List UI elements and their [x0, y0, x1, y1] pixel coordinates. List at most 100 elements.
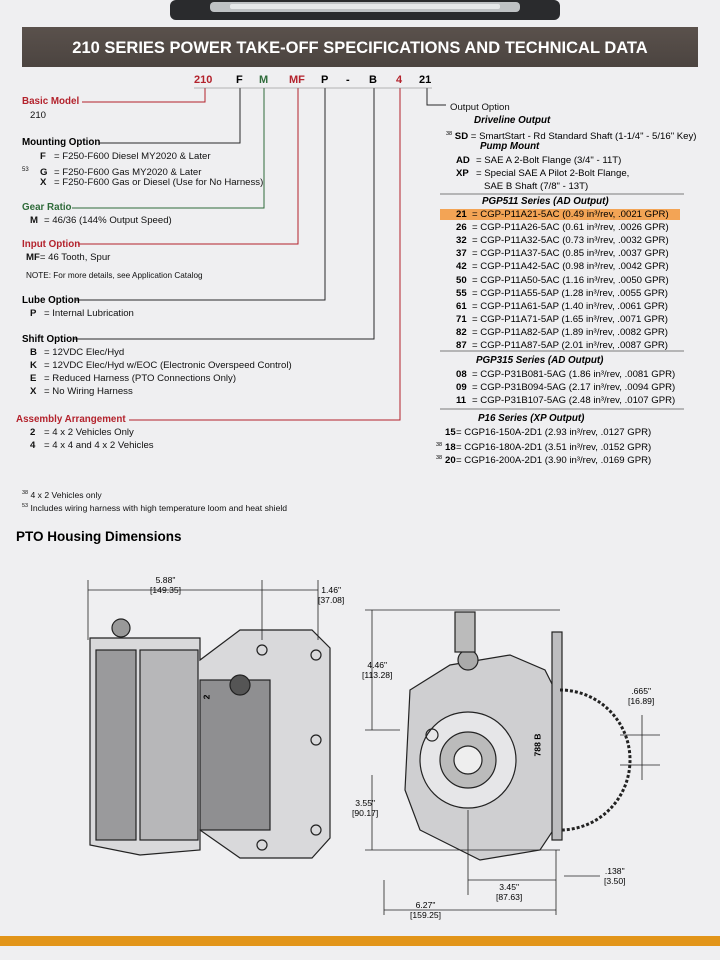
option-text: = CGP-P11A82-5AP (1.89 in³/rev, .0082 GP…: [472, 326, 668, 338]
assembly-item: 2= 4 x 2 Vehicles Only: [30, 427, 134, 438]
shift-option-item: B= 12VDC Elec/Hyd: [30, 347, 125, 358]
option-text: = CGP16-150A-2D1 (2.93 in³/rev, .0127 GP…: [456, 427, 652, 438]
code-lube: P: [321, 74, 329, 86]
option-code: 20: [445, 455, 456, 467]
dim-base: 6.27"[159.25]: [410, 900, 442, 920]
option-text: = CGP-P11A50-5AC (1.16 in³/rev, .0050 GP…: [472, 274, 669, 286]
dimensions-title: PTO Housing Dimensions: [16, 529, 182, 544]
pump-option-row: 11= CGP-P31B107-5AG (2.48 in³/rev, .0107…: [436, 394, 675, 407]
option-text: = CGP-P11A26-5AC (0.61 in³/rev, .0026 GP…: [472, 222, 669, 234]
mounting-option-item: X= F250-F600 Gas or Diesel (Use for No H…: [40, 177, 264, 188]
shift-option-item: K= 12VDC Elec/Hyd w/EOC (Electronic Over…: [30, 360, 292, 371]
option-code: 11: [456, 395, 467, 407]
option-code: 32: [456, 235, 467, 247]
dim-mid: 3.45"[87.63]: [496, 882, 523, 902]
gear-ratio-item: M= 46/36 (144% Output Speed): [30, 215, 172, 226]
cast-mark-left: 2: [201, 694, 212, 700]
pump-option-row: 50 = CGP-P11A50-5AC (1.16 in³/rev, .0050 …: [436, 274, 669, 287]
option-code: 37: [456, 248, 467, 260]
option-code: 18: [445, 442, 456, 454]
pump-mount-item: SAE B Shaft (7/8" - 13T): [484, 181, 589, 192]
mounting-option-title: Mounting Option: [22, 137, 101, 148]
page-title: 210 SERIES POWER TAKE-OFF SPECIFICATIONS…: [22, 27, 698, 67]
pump-option-row: 61 = CGP-P11A61-5AP (1.40 in³/rev, .0061 …: [436, 300, 668, 313]
option-code: 50: [456, 274, 467, 286]
shift-option-title: Shift Option: [22, 334, 79, 345]
code-input: MF: [289, 74, 305, 86]
basic-model-value: 210: [30, 110, 47, 121]
gear-ratio-title: Gear Ratio: [22, 202, 72, 213]
option-text: = CGP-P11A21-5AC (0.49 in³/rev, .0021 GP…: [472, 209, 669, 220]
option-text: = CGP-P11A32-5AC (0.73 in³/rev, .0032 GP…: [472, 235, 669, 247]
driveline-output-title: Driveline Output: [474, 115, 551, 126]
option-code: 09: [456, 382, 467, 394]
code-mounting: F: [236, 74, 243, 86]
pump-option-row: 82= CGP-P11A82-5AP (1.89 in³/rev, .0082 …: [436, 326, 668, 339]
pgp315-title: PGP315 Series (AD Output): [476, 355, 604, 366]
pump-option-row: 87 = CGP-P11A87-5AP (2.01 in³/rev, .0087 …: [436, 339, 668, 352]
assembly-arrangement-title: Assembly Arrangement: [16, 414, 126, 425]
code-basic-model: 210: [194, 74, 213, 86]
option-text: = CGP-P11A87-5AP (2.01 in³/rev, .0087 GP…: [472, 340, 668, 351]
option-code: 26: [456, 222, 467, 234]
input-option-title: Input Option: [22, 239, 81, 250]
code-output: 21: [419, 74, 432, 86]
shift-option-item: E= Reduced Harness (PTO Connections Only…: [30, 373, 237, 384]
pump-option-row: 37 = CGP-P11A37-5AC (0.85 in³/rev, .0037 …: [436, 247, 669, 260]
footnote-marker: 38: [436, 455, 443, 462]
option-text: = CGP-P11A55-5AP (1.28 in³/rev, .0055 GP…: [472, 287, 668, 299]
output-option-title: Output Option: [450, 102, 510, 113]
option-code: 71: [456, 313, 467, 325]
driveline-item: 38 SD = SmartStart - Rd Standard Shaft (…: [446, 131, 697, 143]
footnote: 38 4 x 2 Vehicles only: [22, 489, 102, 500]
input-option-item: MF= 46 Tooth, Spur: [26, 252, 111, 263]
basic-model-title: Basic Model: [22, 96, 80, 107]
shift-option-item: X= No Wiring Harness: [30, 386, 133, 397]
footnote-marker: 38: [436, 442, 443, 449]
pump-mount-item: XP= Special SAE A Pilot 2-Bolt Flange,: [456, 168, 630, 179]
option-text: = CGP-P11A42-5AC (0.98 in³/rev, .0042 GP…: [472, 261, 669, 273]
option-text: = CGP-P31B081-5AG (1.86 in³/rev, .0081 G…: [472, 369, 676, 380]
option-code: 55: [456, 287, 467, 299]
option-text: = CGP-P31B094-5AG (2.17 in³/rev, .0094 G…: [472, 382, 676, 394]
code-gear-ratio: M: [259, 74, 269, 86]
option-code: 87: [456, 340, 467, 351]
input-option-note: NOTE: For more details, see Application …: [26, 271, 203, 280]
option-text: = CGP16-180A-2D1 (3.51 in³/rev, .0152 GP…: [456, 442, 652, 454]
pump-option-row: 15= CGP16-150A-2D1 (2.93 in³/rev, .0127 …: [436, 426, 651, 439]
assembly-item: 4= 4 x 4 and 4 x 2 Vehicles: [30, 440, 154, 451]
code-assembly: 4: [396, 74, 403, 86]
dim-lower: 3.55"[90.17]: [352, 798, 379, 818]
pump-option-row: 42 = CGP-P11A42-5AC (0.98 in³/rev, .0042 …: [436, 260, 669, 273]
pump-mount-item: AD= SAE A 2-Bolt Flange (3/4" - 11T): [456, 155, 622, 166]
mounting-option-item: F= F250-F600 Diesel MY2020 & Later: [40, 151, 211, 162]
selected-row-highlight: [440, 209, 680, 220]
dim-height: 4.46"[113.28]: [362, 660, 393, 680]
clipboard-clip-icon: [170, 0, 560, 20]
option-text: = CGP-P11A37-5AC (0.85 in³/rev, .0037 GP…: [472, 248, 669, 260]
bottom-accent-bar: [0, 936, 720, 946]
dim-small: .138"[3.50]: [604, 866, 626, 886]
cast-mark: 788 B: [532, 733, 543, 757]
option-code: 61: [456, 300, 467, 312]
option-code: 21: [456, 209, 467, 220]
pump-option-row: 26 = CGP-P11A26-5AC (0.61 in³/rev, .0026 …: [436, 221, 669, 234]
option-text: = CGP-P11A61-5AP (1.40 in³/rev, .0061 GP…: [472, 300, 668, 312]
lube-option-title: Lube Option: [22, 295, 80, 306]
p16-title: P16 Series (XP Output): [478, 413, 585, 424]
option-text: = CGP-P11A71-5AP (1.65 in³/rev, .0071 GP…: [472, 313, 668, 325]
pump-option-row: 32 = CGP-P11A32-5AC (0.73 in³/rev, .0032 …: [436, 234, 669, 247]
code-dash: -: [346, 74, 350, 86]
pump-option-row: 21 = CGP-P11A21-5AC (0.49 in³/rev, .0021 …: [436, 208, 669, 221]
pgp511-title: PGP511 Series (AD Output): [482, 196, 609, 207]
pump-mount-title: Pump Mount: [480, 141, 540, 152]
lube-option-item: P= Internal Lubrication: [30, 308, 134, 319]
option-text: = CGP16-200A-2D1 (3.90 in³/rev, .0169 GP…: [456, 455, 652, 467]
pump-option-row: 55 = CGP-P11A55-5AP (1.28 in³/rev, .0055 …: [436, 287, 668, 300]
dim-offset: 1.46"[37.08]: [318, 585, 345, 605]
option-code: 42: [456, 261, 467, 273]
